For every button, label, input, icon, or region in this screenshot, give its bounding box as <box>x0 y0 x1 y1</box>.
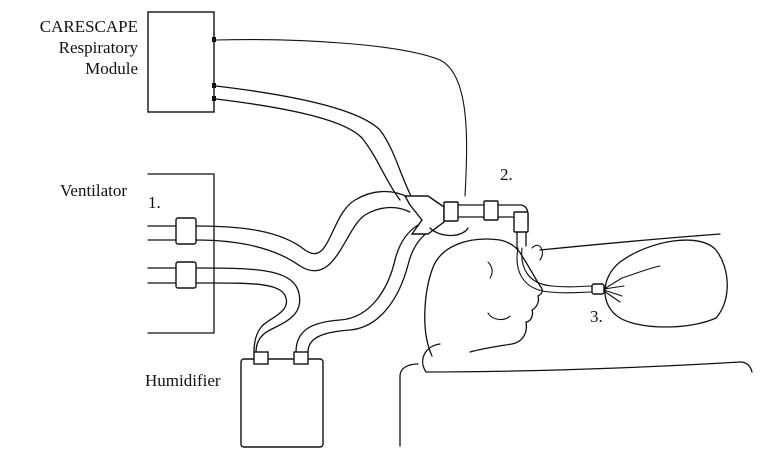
humid-tube-right <box>307 231 429 353</box>
module-port-3 <box>212 96 216 101</box>
module-tube-outer-1 <box>215 85 413 199</box>
exp-tube-top <box>195 267 301 353</box>
y-piece-loop <box>429 227 469 237</box>
number-1-label: 1. <box>148 193 161 212</box>
bed-edge <box>739 361 753 373</box>
connector-3 <box>443 201 459 222</box>
pillow <box>422 343 741 373</box>
patient-shoulder <box>619 239 728 319</box>
sample-tube-1 <box>516 247 593 294</box>
sample-branches <box>603 277 625 303</box>
sampling-line <box>215 39 468 197</box>
patient-ear <box>487 312 511 321</box>
module-label: CARESCAPE Respiratory Module <box>8 16 138 79</box>
module-port-2 <box>212 83 216 88</box>
humid-tube-left <box>295 224 419 353</box>
humidifier-label: Humidifier <box>145 371 221 390</box>
ventilator-label: Ventilator <box>60 181 128 200</box>
humidifier-port-left <box>253 351 269 365</box>
ventilator-box <box>147 173 215 334</box>
inline-tube <box>457 204 485 218</box>
exp-tube-bottom <box>195 282 288 353</box>
y-piece <box>403 195 445 235</box>
humidifier-box <box>240 358 324 448</box>
sample-tube-2 <box>521 247 593 288</box>
bed-front <box>399 363 419 447</box>
connector-5 <box>513 211 529 233</box>
module-label-line1: CARESCAPE <box>39 17 138 36</box>
module-label-line2: Respiratory <box>58 38 138 57</box>
patient-torso <box>604 261 717 328</box>
patient-neck-line <box>539 233 721 251</box>
number-2-label: 2. <box>500 165 513 184</box>
sample-lead <box>621 265 661 279</box>
insp-tube-bottom <box>195 206 411 272</box>
sample-connector <box>591 283 605 295</box>
patient-nose-mark <box>531 244 543 261</box>
connector-1 <box>175 217 197 245</box>
patient-eye <box>487 261 493 279</box>
insp-tube-top <box>195 190 411 255</box>
tube-into-mouth <box>516 231 527 249</box>
connector-2 <box>175 261 197 289</box>
module-port-1 <box>212 37 216 42</box>
patient-head <box>424 238 543 357</box>
module-label-line3: Module <box>85 59 138 78</box>
number-3-label: 3. <box>590 307 603 326</box>
respiratory-module-box <box>147 11 215 113</box>
module-tube-outer-2 <box>215 98 401 201</box>
connector-4 <box>483 200 499 221</box>
humidifier-port-right <box>293 351 309 365</box>
